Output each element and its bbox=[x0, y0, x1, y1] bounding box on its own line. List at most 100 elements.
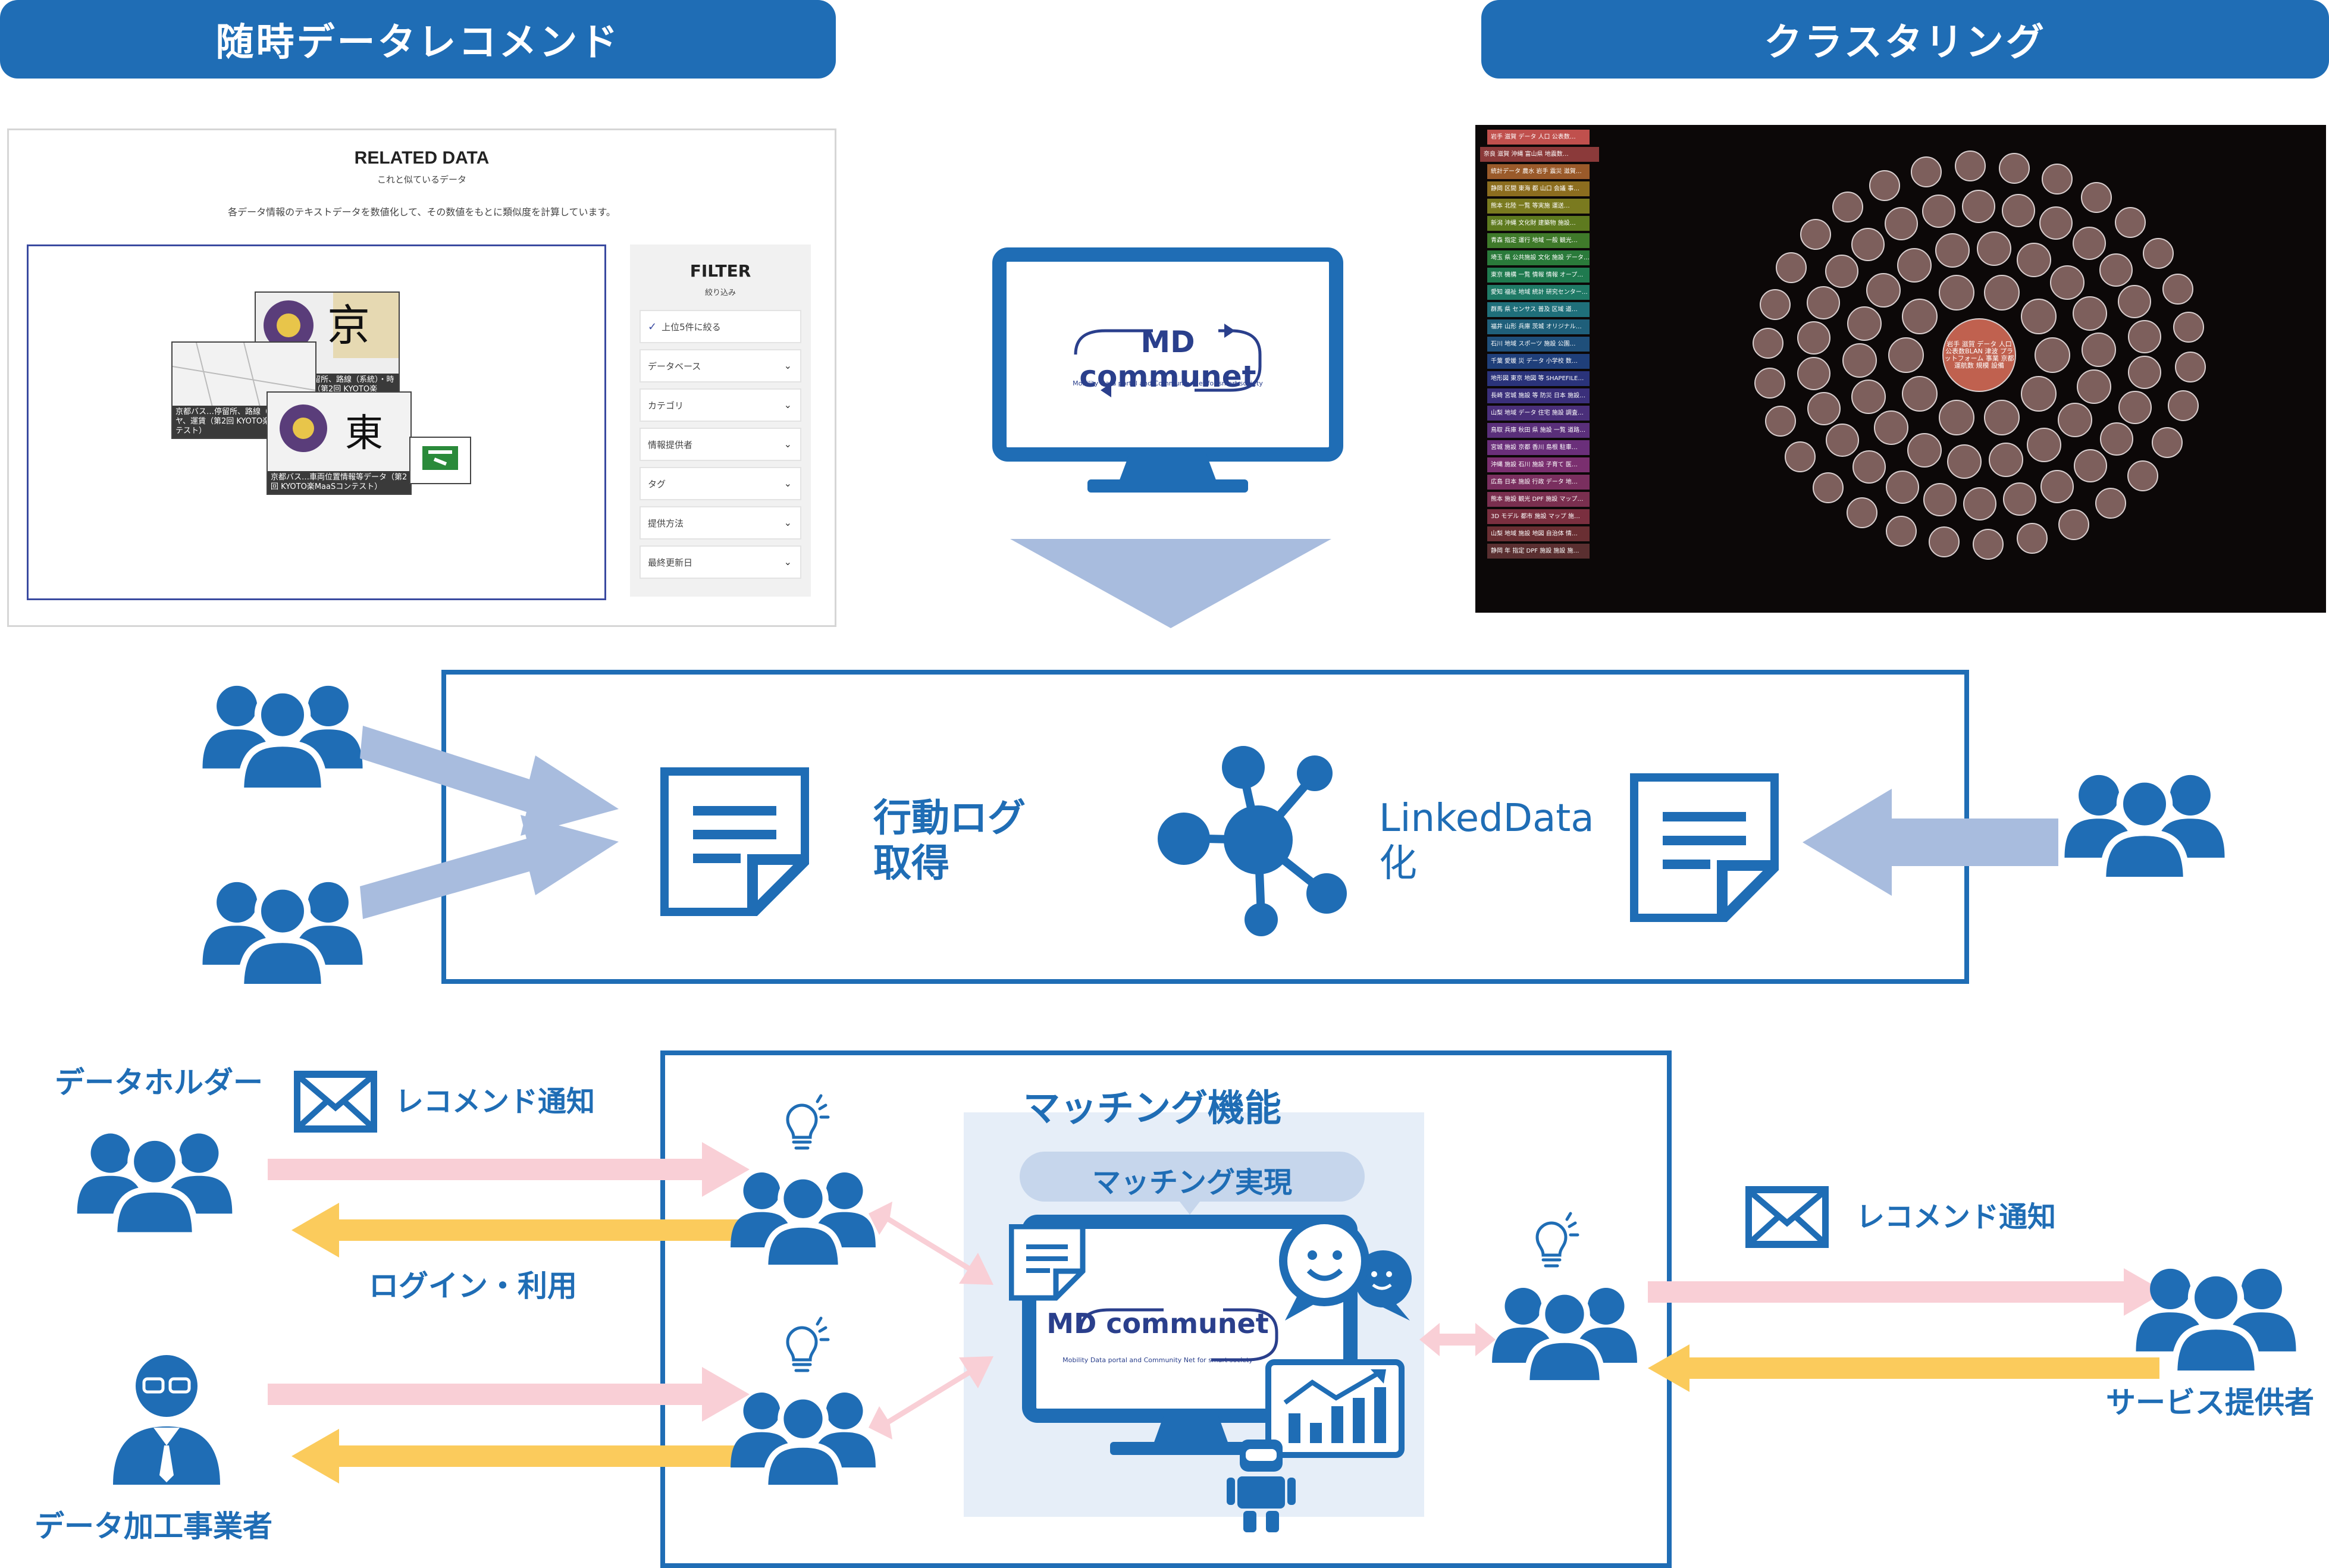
cluster-bubble[interactable] bbox=[2072, 227, 2106, 261]
cluster-bubble[interactable] bbox=[2017, 242, 2052, 277]
cluster-tag[interactable]: 埼玉 県 公共施設 文化 施設 データ… bbox=[1487, 250, 1590, 265]
cluster-tag[interactable]: 新潟 沖縄 文化財 建築物 施設… bbox=[1487, 216, 1590, 231]
cluster-bubble[interactable] bbox=[1902, 375, 1938, 412]
filter-method[interactable]: 提供方法⌄ bbox=[640, 506, 801, 540]
cluster-bubble[interactable] bbox=[1884, 207, 1918, 241]
cluster-bubble[interactable] bbox=[2027, 428, 2062, 463]
cluster-tag[interactable]: 千葉 愛媛 災 データ 小学校 数… bbox=[1487, 354, 1590, 369]
filter-database[interactable]: データベース⌄ bbox=[640, 349, 801, 382]
result-card-4[interactable] bbox=[409, 437, 471, 484]
cluster-bubble[interactable] bbox=[2072, 296, 2107, 331]
cluster-bubble[interactable] bbox=[2100, 422, 2134, 456]
cluster-bubble[interactable] bbox=[2003, 482, 2037, 516]
filter-tag[interactable]: タグ⌄ bbox=[640, 467, 801, 500]
result-card-3[interactable]: 東 京都バス…車両位置情報等データ（第2回 KYOTO楽MaaSコンテスト） bbox=[267, 391, 412, 495]
cluster-bubble[interactable] bbox=[1999, 153, 2030, 184]
cluster-tag[interactable]: 長崎 宮城 施設 等 防災 日本 施設… bbox=[1487, 388, 1590, 403]
cluster-bubble[interactable] bbox=[2142, 238, 2174, 269]
cluster-bubble[interactable] bbox=[2128, 356, 2162, 390]
cluster-bubble[interactable] bbox=[1885, 470, 1919, 504]
cluster-bubble[interactable] bbox=[2118, 285, 2152, 319]
cluster-tag[interactable]: 広島 日本 施設 行政 データ 地… bbox=[1487, 475, 1590, 490]
cluster-bubble[interactable] bbox=[1759, 288, 1791, 320]
cluster-bubble[interactable] bbox=[1935, 233, 1970, 268]
cluster-tag[interactable]: 愛知 福祉 地域 統計 研究センター… bbox=[1487, 285, 1590, 300]
cluster-bubble[interactable] bbox=[2173, 312, 2205, 343]
cluster-bubble[interactable] bbox=[1852, 450, 1886, 484]
cluster-bubble[interactable] bbox=[2020, 299, 2057, 335]
cluster-bubble[interactable] bbox=[2175, 351, 2206, 382]
cluster-bubble[interactable] bbox=[2080, 182, 2112, 214]
cluster-bubble[interactable] bbox=[2035, 337, 2071, 373]
cluster-bubble[interactable] bbox=[1847, 306, 1882, 341]
cluster-bubble[interactable] bbox=[1984, 275, 2020, 311]
cluster-bubble[interactable] bbox=[2020, 375, 2057, 412]
cluster-tag[interactable]: 奈良 滋賀 沖縄 富山県 地震数… bbox=[1480, 147, 1599, 162]
cluster-bubble[interactable] bbox=[1797, 357, 1831, 391]
cluster-bubble[interactable] bbox=[1961, 190, 1995, 223]
cluster-bubble[interactable] bbox=[1806, 286, 1840, 320]
filter-category[interactable]: カテゴリ⌄ bbox=[640, 388, 801, 422]
cluster-tag[interactable]: 沖縄 施設 石川 施設 子育て 医… bbox=[1487, 457, 1590, 472]
cluster-bubble[interactable] bbox=[2041, 164, 2073, 195]
cluster-bubble[interactable] bbox=[1765, 406, 1797, 437]
cluster-bubble[interactable] bbox=[2049, 265, 2084, 300]
cluster-bubble[interactable] bbox=[1866, 273, 1901, 308]
cluster-bubble[interactable] bbox=[2168, 390, 2199, 422]
cluster-bubble[interactable] bbox=[2001, 194, 2035, 228]
cluster-tag[interactable]: 山梨 地域 施設 地図 自治体 情… bbox=[1487, 526, 1590, 541]
cluster-bubble[interactable] bbox=[2095, 488, 2127, 519]
cluster-bubble[interactable] bbox=[1842, 343, 1877, 378]
cluster-bubble[interactable] bbox=[2040, 469, 2074, 503]
cluster-tag[interactable]: 熊本 北陸 一覧 等実施 運送… bbox=[1487, 199, 1590, 214]
cluster-bubble[interactable] bbox=[1923, 482, 1957, 516]
cluster-bubble[interactable] bbox=[2057, 402, 2092, 437]
cluster-tag[interactable]: 福井 山形 兵庫 茨城 オリジナル… bbox=[1487, 319, 1590, 334]
cluster-bubble[interactable] bbox=[1800, 219, 1832, 250]
cluster-bubble[interactable] bbox=[1797, 321, 1830, 355]
cluster-bubble[interactable] bbox=[1752, 328, 1783, 359]
cluster-bubble[interactable] bbox=[1977, 231, 2012, 266]
cluster-bubble[interactable] bbox=[2115, 207, 2146, 239]
filter-updated[interactable]: 最終更新日⌄ bbox=[640, 545, 801, 579]
cluster-bubble[interactable] bbox=[1807, 391, 1841, 425]
cluster-tag[interactable]: 山梨 地域 データ 住宅 施設 調査… bbox=[1487, 406, 1590, 421]
cluster-tag[interactable]: 鳥取 兵庫 秋田 県 施設 一覧 道路… bbox=[1487, 423, 1590, 438]
cluster-bubble[interactable] bbox=[2082, 333, 2117, 368]
cluster-bubble[interactable] bbox=[1897, 247, 1932, 283]
cluster-bubble[interactable] bbox=[1902, 299, 1938, 335]
cluster-bubble[interactable] bbox=[1984, 399, 2020, 435]
filter-top5-checkbox[interactable]: ✓ 上位5件に絞る bbox=[640, 310, 801, 343]
cluster-bubble[interactable] bbox=[2076, 369, 2111, 404]
cluster-bubble[interactable] bbox=[2162, 273, 2193, 305]
cluster-bubble[interactable] bbox=[1946, 444, 1982, 479]
cluster-bubble[interactable] bbox=[1851, 379, 1886, 414]
cluster-bubble[interactable] bbox=[2016, 522, 2048, 554]
cluster-bubble[interactable] bbox=[2099, 253, 2133, 287]
cluster-tag[interactable]: 静岡 区間 東海 都 山口 会議 事… bbox=[1487, 181, 1590, 196]
cluster-bubble[interactable] bbox=[1921, 194, 1955, 228]
filter-provider[interactable]: 情報提供者⌄ bbox=[640, 428, 801, 461]
cluster-bubble[interactable] bbox=[1754, 367, 1785, 399]
cluster-bubble[interactable] bbox=[1907, 433, 1942, 468]
cluster-bubble[interactable] bbox=[1973, 528, 2004, 560]
cluster-bubble[interactable] bbox=[1825, 254, 1858, 288]
cluster-bubble[interactable] bbox=[1851, 227, 1885, 261]
cluster-bubble[interactable] bbox=[1869, 170, 1901, 202]
cluster-tag[interactable]: 宮城 施設 京都 香川 島根 駐車… bbox=[1487, 440, 1590, 455]
cluster-bubble[interactable] bbox=[1785, 441, 1816, 472]
cluster-center-bubble[interactable]: 岩手 滋賀 データ 人口 公表数BLAN 津波 プラットフォーム 事業 京都 運… bbox=[1942, 318, 2016, 392]
cluster-tag[interactable]: 地形図 東京 地図 等 SHAPEFILE… bbox=[1487, 371, 1590, 386]
cluster-tag[interactable]: 熊本 施設 観光 DPF 施設 マップ… bbox=[1487, 492, 1590, 507]
cluster-bubble[interactable] bbox=[1874, 410, 1909, 446]
cluster-bubble[interactable] bbox=[1963, 487, 1997, 520]
cluster-bubble[interactable] bbox=[1938, 399, 1974, 435]
cluster-bubble[interactable] bbox=[1911, 156, 1942, 188]
cluster-bubble[interactable] bbox=[2127, 319, 2161, 353]
cluster-bubble[interactable] bbox=[1832, 191, 1863, 222]
cluster-tag[interactable]: 岩手 滋賀 データ 人口 公表数… bbox=[1487, 130, 1590, 145]
cluster-tag[interactable]: 静岡 年 指定 DPF 施設 施設 施… bbox=[1487, 544, 1590, 559]
cluster-bubble[interactable] bbox=[1888, 337, 1924, 373]
cluster-bubble[interactable] bbox=[1938, 275, 1974, 311]
cluster-bubble[interactable] bbox=[1776, 252, 1807, 283]
